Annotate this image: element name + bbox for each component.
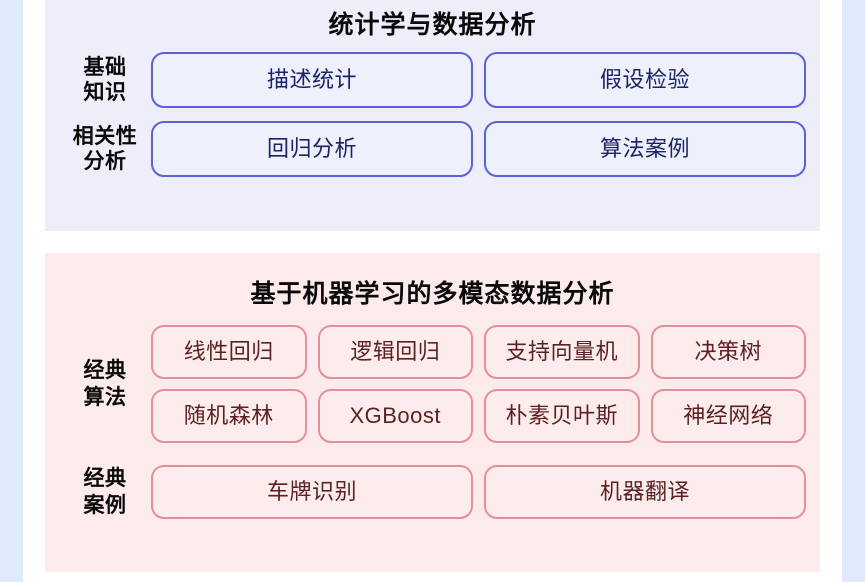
row-basic-knowledge: 基础 知识 描述统计 假设检验: [59, 52, 806, 108]
chip-logistic-regression[interactable]: 逻辑回归: [317, 325, 473, 379]
chip-support-vector-machine[interactable]: 支持向量机: [484, 325, 640, 379]
algorithm-row-2: 随机森林 XGBoost 朴素贝叶斯 神经网络: [151, 389, 806, 443]
row-label-classic-cases: 经典 案例: [83, 467, 127, 517]
chip-decision-tree[interactable]: 决策树: [650, 325, 806, 379]
row-label-correlation-analysis: 相关性 分析: [72, 125, 138, 173]
chip-neural-network[interactable]: 神经网络: [650, 389, 806, 443]
block-classic-cases: 经典 案例 车牌识别 机器翻译: [59, 465, 806, 519]
chip-algorithm-cases[interactable]: 算法案例: [484, 121, 806, 177]
panel-machine-learning: 基于机器学习的多模态数据分析 经典 算法 线性回归 逻辑回归 支持向量机 决策树…: [45, 253, 820, 572]
chip-naive-bayes[interactable]: 朴素贝叶斯: [484, 389, 640, 443]
row-label-classic-algorithms: 经典 算法: [83, 359, 127, 409]
case-row: 车牌识别 机器翻译: [151, 465, 806, 519]
chip-linear-regression[interactable]: 线性回归: [151, 325, 307, 379]
left-blue-rail: [0, 0, 23, 582]
chip-machine-translation[interactable]: 机器翻译: [484, 465, 806, 519]
panel-statistics: 统计学与数据分析 基础 知识 描述统计 假设检验 相关性 分析 回归分析 算法案…: [45, 0, 820, 231]
classic-algorithm-rows: 线性回归 逻辑回归 支持向量机 决策树 随机森林 XGBoost 朴素贝叶斯 神…: [151, 325, 806, 443]
algorithms-cases-spacer: [59, 443, 806, 465]
chip-random-forest[interactable]: 随机森林: [151, 389, 307, 443]
panel-statistics-title: 统计学与数据分析: [328, 11, 537, 39]
panel-stack: 统计学与数据分析 基础 知识 描述统计 假设检验 相关性 分析 回归分析 算法案…: [45, 0, 820, 582]
chip-license-plate-recognition[interactable]: 车牌识别: [151, 465, 473, 519]
right-blue-rail: [842, 0, 865, 582]
row-boxes-basic-knowledge: 描述统计 假设检验: [151, 52, 806, 108]
algorithm-row-1: 线性回归 逻辑回归 支持向量机 决策树: [151, 325, 806, 379]
block-classic-algorithms: 经典 算法 线性回归 逻辑回归 支持向量机 决策树 随机森林 XGBoost 朴…: [59, 325, 806, 443]
row-boxes-correlation-analysis: 回归分析 算法案例: [151, 121, 806, 177]
panel-divider-gap: [45, 231, 820, 253]
statistics-rows: 基础 知识 描述统计 假设检验 相关性 分析 回归分析 算法案例: [59, 52, 806, 177]
row-correlation-analysis: 相关性 分析 回归分析 算法案例: [59, 121, 806, 177]
chip-regression-analysis[interactable]: 回归分析: [151, 121, 473, 177]
chip-hypothesis-testing[interactable]: 假设检验: [484, 52, 806, 108]
chip-xgboost[interactable]: XGBoost: [317, 389, 473, 443]
panel-machine-learning-title: 基于机器学习的多模态数据分析: [250, 280, 615, 308]
row-label-basic-knowledge: 基础 知识: [83, 56, 127, 104]
chip-descriptive-statistics[interactable]: 描述统计: [151, 52, 473, 108]
